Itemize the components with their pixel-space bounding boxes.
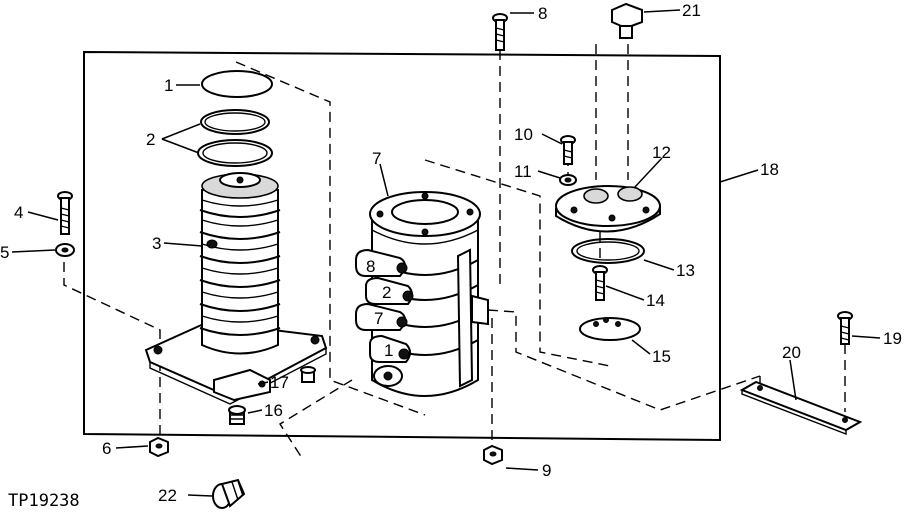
callout-10: 10 bbox=[514, 125, 533, 144]
callout-22: 22 bbox=[158, 486, 177, 505]
cover-part-12 bbox=[555, 185, 661, 233]
strap-part-20 bbox=[739, 380, 863, 436]
callout-labels: 1 2 3 4 5 6 7 8 9 10 11 12 13 14 15 16 1… bbox=[0, 1, 902, 505]
o-ring-part-13 bbox=[571, 238, 645, 264]
rotor-housing-part-7: 8 2 7 1 bbox=[355, 191, 489, 397]
callout-16: 16 bbox=[264, 401, 283, 420]
plug-part-17 bbox=[300, 366, 316, 383]
washer-part-5 bbox=[55, 243, 75, 257]
port-mark-1: 1 bbox=[384, 341, 393, 360]
spindle-part-3 bbox=[144, 172, 328, 405]
callout-2: 2 bbox=[146, 130, 155, 149]
bolt-part-19 bbox=[837, 311, 853, 345]
bolt-part-14 bbox=[592, 265, 608, 301]
callout-13: 13 bbox=[676, 261, 695, 280]
port-mark-7: 7 bbox=[374, 309, 383, 328]
callout-7: 7 bbox=[372, 149, 381, 168]
callout-6: 6 bbox=[102, 439, 111, 458]
assembly-dashed-lines bbox=[63, 44, 846, 459]
callout-3: 3 bbox=[152, 234, 161, 253]
assembly-frame bbox=[83, 50, 721, 442]
port-mark-8: 8 bbox=[366, 257, 375, 276]
callout-14: 14 bbox=[646, 291, 665, 310]
callout-12: 12 bbox=[652, 143, 671, 162]
port-mark-2: 2 bbox=[382, 283, 391, 302]
plate-part-15 bbox=[579, 317, 641, 341]
plug-part-16 bbox=[228, 405, 246, 425]
callout-5: 5 bbox=[0, 243, 9, 262]
o-ring-part-1 bbox=[201, 70, 273, 98]
callout-8: 8 bbox=[538, 4, 547, 23]
seal-rings-part-2 bbox=[197, 109, 273, 167]
callout-17: 17 bbox=[270, 373, 289, 392]
callout-1: 1 bbox=[164, 76, 173, 95]
callout-9: 9 bbox=[542, 461, 551, 480]
callout-11: 11 bbox=[514, 162, 532, 181]
breather-part-21 bbox=[611, 2, 643, 39]
bolt-part-4 bbox=[57, 191, 73, 235]
callout-15: 15 bbox=[652, 347, 671, 366]
fitting-part-22 bbox=[212, 478, 246, 509]
bolt-part-8 bbox=[492, 13, 508, 51]
nut-part-6 bbox=[149, 436, 169, 458]
callout-20: 20 bbox=[782, 343, 801, 362]
callout-19: 19 bbox=[883, 329, 902, 348]
callout-18: 18 bbox=[760, 160, 779, 179]
leader-lines bbox=[11, 9, 881, 497]
washer-part-11 bbox=[559, 174, 577, 186]
bolt-part-10 bbox=[560, 135, 576, 165]
callout-21: 21 bbox=[682, 1, 701, 20]
nut-part-9 bbox=[483, 444, 503, 466]
figure-code: TP19238 bbox=[8, 491, 80, 511]
callout-4: 4 bbox=[14, 203, 23, 222]
